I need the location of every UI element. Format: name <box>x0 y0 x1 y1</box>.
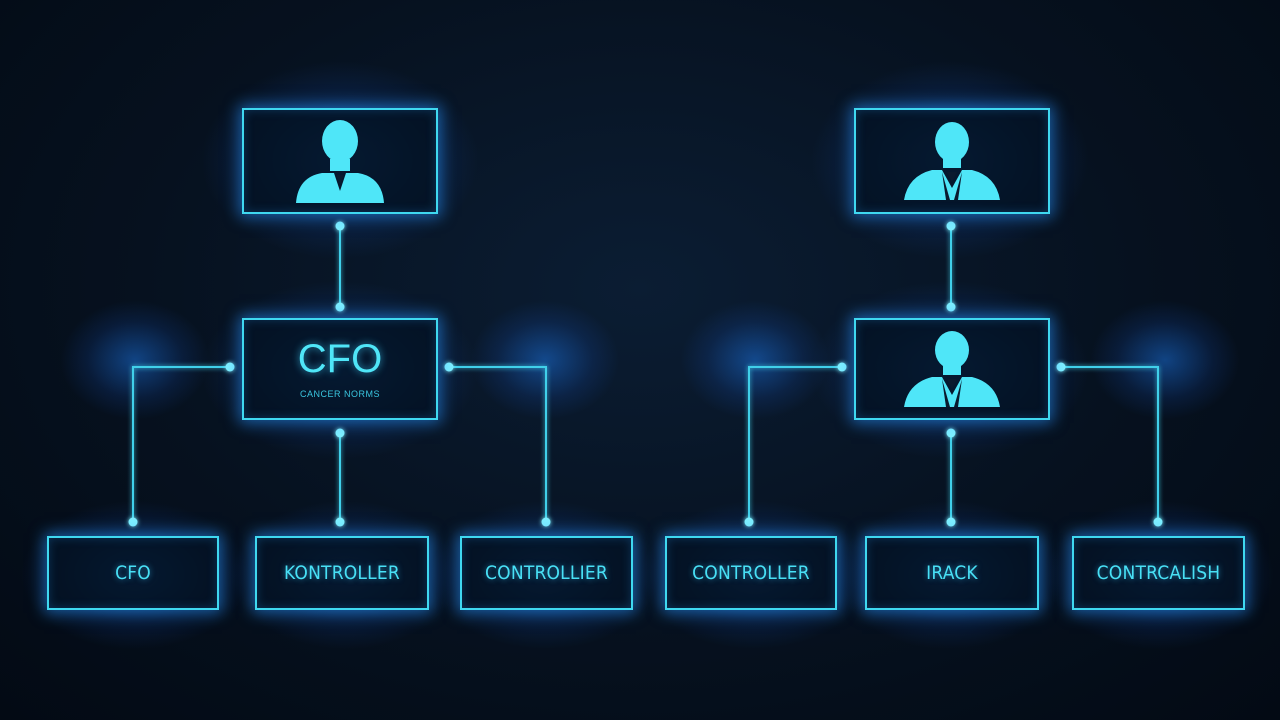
junction-dot <box>444 362 454 372</box>
junction-dot <box>1153 517 1163 527</box>
leaf-label: CONTRCALISH <box>1096 562 1221 584</box>
right-leaf-1: CONTROLLER <box>665 536 837 610</box>
right-middle-node <box>854 318 1050 420</box>
connector-left-to-leaf-3 <box>449 366 547 522</box>
cfo-subtitle: CANCER NORMS <box>299 389 380 399</box>
person-icon <box>904 122 1000 200</box>
left-leaf-3: CONTROLLIER <box>460 536 633 610</box>
junction-dot <box>946 302 956 312</box>
junction-dot <box>335 302 345 312</box>
person-icon <box>904 331 1000 407</box>
leaf-label: CFO <box>115 562 151 584</box>
junction-dot <box>837 362 847 372</box>
person-icon <box>296 120 384 203</box>
left-middle-node: CFO CANCER NORMS <box>242 318 438 420</box>
junction-dot <box>1056 362 1066 372</box>
junction-dot <box>225 362 235 372</box>
cfo-title: CFO <box>297 337 383 381</box>
junction-dot <box>335 517 345 527</box>
junction-dot <box>946 428 956 438</box>
right-leaf-2: IRACK <box>865 536 1039 610</box>
left-leaf-1: CFO <box>47 536 219 610</box>
junction-dot <box>946 221 956 231</box>
left-top-node <box>242 108 438 214</box>
junction-dot <box>744 517 754 527</box>
leaf-label: CONTROLLIER <box>485 562 608 584</box>
connector-right-to-leaf-3 <box>1061 366 1159 522</box>
junction-dot <box>335 428 345 438</box>
leaf-label: KONTROLLER <box>284 562 400 584</box>
junction-dot <box>946 517 956 527</box>
junction-dot <box>335 221 345 231</box>
left-leaf-2: KONTROLLER <box>255 536 429 610</box>
connector-right-to-leaf-1 <box>748 366 842 522</box>
right-leaf-3: CONTRCALISH <box>1072 536 1245 610</box>
right-top-node <box>854 108 1050 214</box>
leaf-label: IRACK <box>926 562 978 584</box>
connector-left-to-leaf-1 <box>132 366 230 522</box>
junction-dot <box>541 517 551 527</box>
junction-dot <box>128 517 138 527</box>
leaf-label: CONTROLLER <box>692 562 810 584</box>
